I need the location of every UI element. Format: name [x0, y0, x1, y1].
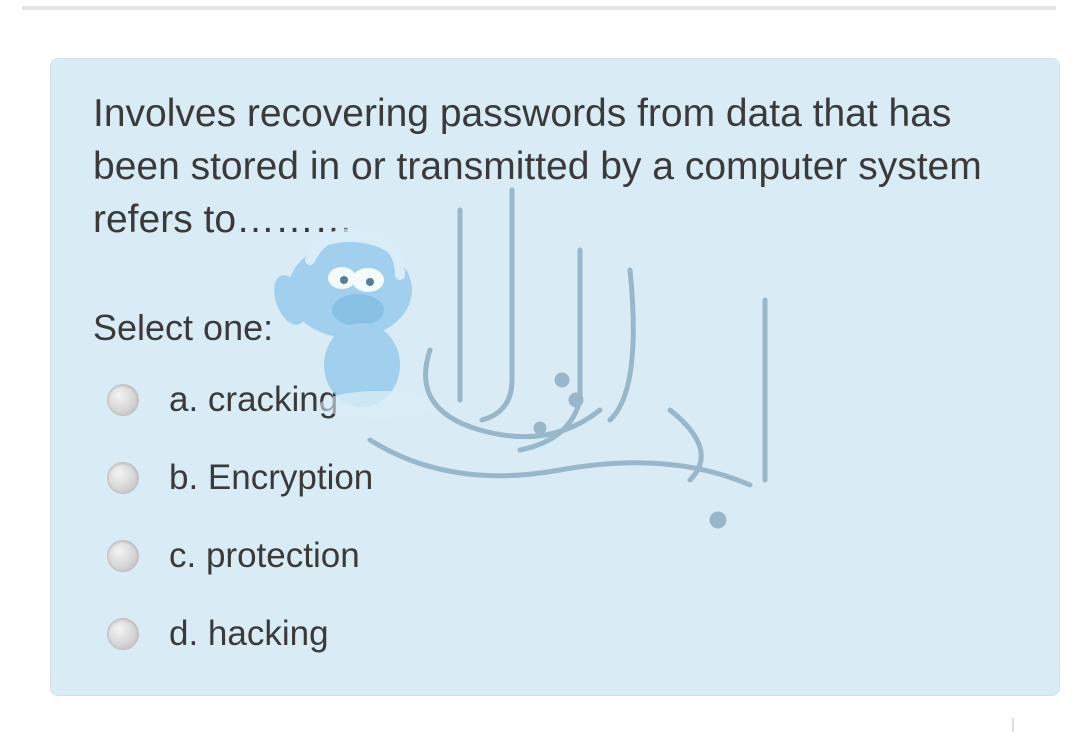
- top-divider: [22, 6, 1056, 10]
- select-one-prompt: Select one:: [93, 307, 274, 348]
- option-label[interactable]: c. protection: [169, 536, 360, 575]
- option-label[interactable]: d. hacking: [169, 614, 329, 653]
- radio-button-icon[interactable]: [107, 540, 139, 572]
- option-d[interactable]: d. hacking: [107, 595, 373, 673]
- question-card: Involves recovering passwords from data …: [50, 58, 1060, 696]
- option-label[interactable]: a. cracking: [169, 380, 339, 419]
- option-b[interactable]: b. Encryption: [107, 439, 373, 517]
- option-c[interactable]: c. protection: [107, 517, 373, 595]
- radio-button-icon[interactable]: [107, 384, 139, 416]
- scroll-indicator: [1012, 718, 1014, 732]
- question-text: Involves recovering passwords from data …: [93, 92, 982, 241]
- option-label[interactable]: b. Encryption: [169, 458, 374, 497]
- option-a[interactable]: a. cracking: [107, 361, 373, 439]
- answer-options: a. cracking b. Encryption c. protection …: [107, 361, 373, 673]
- radio-button-icon[interactable]: [107, 462, 139, 494]
- radio-button-icon[interactable]: [107, 618, 139, 650]
